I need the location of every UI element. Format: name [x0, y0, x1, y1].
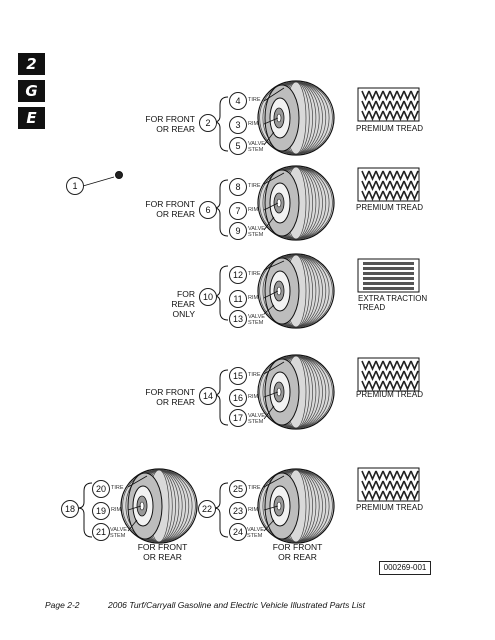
- part-label-a10-valve: VALVE STEM: [248, 314, 265, 326]
- ref-number-a6-valve: 9: [229, 222, 247, 240]
- leader-line-a14-valve: [263, 405, 275, 420]
- ref-number-a10-tire: 12: [229, 266, 247, 284]
- part-label-a18-tire: TIRE: [111, 485, 124, 491]
- tread-pattern-a14: [357, 357, 420, 392]
- application-note-a2: FOR FRONT OR REAR: [145, 114, 195, 134]
- ref-number-a22-rim: 23: [229, 502, 247, 520]
- leader-line-a2-valve: [263, 131, 275, 146]
- ref-number-a2: 2: [199, 114, 217, 132]
- leader-line-a6-rim: [263, 202, 279, 211]
- tread-label-a2: PREMIUM TREAD: [356, 124, 423, 133]
- tread-label-a10: EXTRA TRACTION TREAD: [358, 294, 428, 312]
- tread-pattern-a22: [357, 467, 420, 502]
- leader-line-a22-valve: [263, 519, 275, 532]
- figure-id: 000269-001: [379, 561, 431, 575]
- leader-line-a18-valve: [127, 519, 138, 532]
- ref-number-a22-valve: 24: [229, 523, 247, 541]
- ref-number-a6: 6: [199, 201, 217, 219]
- leader-line-a14-tire: [263, 361, 285, 375]
- application-note-a18: FOR FRONT OR REAR: [137, 542, 188, 562]
- ref-number-a14-tire: 15: [229, 367, 247, 385]
- leader-line-a10-valve: [263, 304, 275, 315]
- ref-number-a2-tire: 4: [229, 92, 247, 110]
- leader-line-a6-tire: [263, 172, 285, 185]
- valve-cap-icon: [115, 171, 123, 179]
- part-label-a10-tire: TIRE: [248, 271, 261, 277]
- tire-illustration-a10: [257, 253, 335, 329]
- tread-label-a22: PREMIUM TREAD: [356, 503, 423, 512]
- ref-number-a2-rim: 3: [229, 116, 247, 134]
- tread-label-a6: PREMIUM TREAD: [356, 203, 423, 212]
- ref-number-a22-tire: 25: [229, 480, 247, 498]
- leader-line-a10-rim: [263, 290, 279, 299]
- part-label-a18-valve: VALVE STEM: [110, 527, 127, 539]
- part-label-a2-valve: VALVE STEM: [248, 141, 265, 153]
- ref-number-a6-tire: 8: [229, 178, 247, 196]
- leader-line-a2-tire: [263, 87, 285, 102]
- part-label-a6-rim: RIM: [248, 207, 259, 213]
- application-note-a14: FOR FRONT OR REAR: [145, 387, 195, 407]
- leader-line-a22-tire: [263, 475, 285, 488]
- ref-number-a14-rim: 16: [229, 389, 247, 407]
- part-label-a2-rim: RIM: [248, 121, 259, 127]
- ref-number-a2-valve: 5: [229, 137, 247, 155]
- tire-illustration-a14: [257, 354, 335, 430]
- part-label-a14-tire: TIRE: [248, 372, 261, 378]
- ref-number-a10-rim: 11: [229, 290, 247, 308]
- application-note-a10: FOR REAR ONLY: [171, 289, 195, 319]
- leader-line-a6-valve: [263, 216, 275, 231]
- ref-number-a18-valve: 21: [92, 523, 110, 541]
- part-label-a22-rim: RIM: [248, 507, 259, 513]
- ref-number-a10-valve: 13: [229, 310, 247, 328]
- ref-number-a18-tire: 20: [92, 480, 110, 498]
- ref-number-a10: 10: [199, 288, 217, 306]
- tab-g: G: [18, 80, 45, 102]
- tread-label-a14: PREMIUM TREAD: [356, 390, 423, 399]
- tire-illustration-a22: [257, 468, 335, 544]
- tab-2: 2: [18, 53, 45, 75]
- leader-line-a14-rim: [263, 391, 279, 398]
- leader-line-a10-tire: [263, 260, 285, 271]
- tread-pattern-a2: [357, 87, 420, 122]
- section-tabs: 2 G E: [18, 53, 45, 134]
- tire-illustration-a18: [120, 468, 198, 544]
- part-label-a10-rim: RIM: [248, 295, 259, 301]
- part-label-a22-valve: VALVE STEM: [247, 527, 264, 539]
- tab-e: E: [18, 107, 45, 129]
- ref-number-a14: 14: [199, 387, 217, 405]
- manual-title: 2006 Turf/Carryall Gasoline and Electric…: [108, 600, 366, 610]
- part-label-a14-rim: RIM: [248, 394, 259, 400]
- tire-illustration-a6: [257, 165, 335, 241]
- ref-number-a14-valve: 17: [229, 409, 247, 427]
- leader-line-a22-rim: [263, 505, 279, 511]
- part-label-a18-rim: RIM: [111, 507, 122, 513]
- part-label-a6-valve: VALVE STEM: [248, 226, 265, 238]
- ref-number-a18: 18: [61, 500, 79, 518]
- ref-number-a18-rim: 19: [92, 502, 110, 520]
- tire-illustration-a2: [257, 80, 335, 156]
- part-label-a2-tire: TIRE: [248, 97, 261, 103]
- part-label-a14-valve: VALVE STEM: [248, 413, 265, 425]
- application-note-a6: FOR FRONT OR REAR: [145, 199, 195, 219]
- leader-line-a18-tire: [127, 475, 148, 488]
- tread-pattern-a6: [357, 167, 420, 202]
- leader-line-a2-rim: [263, 117, 279, 125]
- ref-number-a22: 22: [198, 500, 216, 518]
- leader-line-item1: [82, 176, 115, 187]
- ref-number-a6-rim: 7: [229, 202, 247, 220]
- tread-pattern-a10: [357, 258, 420, 293]
- bracket-a22: [213, 482, 229, 538]
- application-note-a22: FOR FRONT OR REAR: [272, 542, 323, 562]
- part-label-a6-tire: TIRE: [248, 183, 261, 189]
- part-label-a22-tire: TIRE: [248, 485, 261, 491]
- page-number: Page 2-2: [45, 600, 80, 610]
- ref-number-item1: 1: [66, 177, 84, 195]
- bracket-a18: [77, 482, 93, 538]
- leader-line-a18-rim: [127, 505, 142, 511]
